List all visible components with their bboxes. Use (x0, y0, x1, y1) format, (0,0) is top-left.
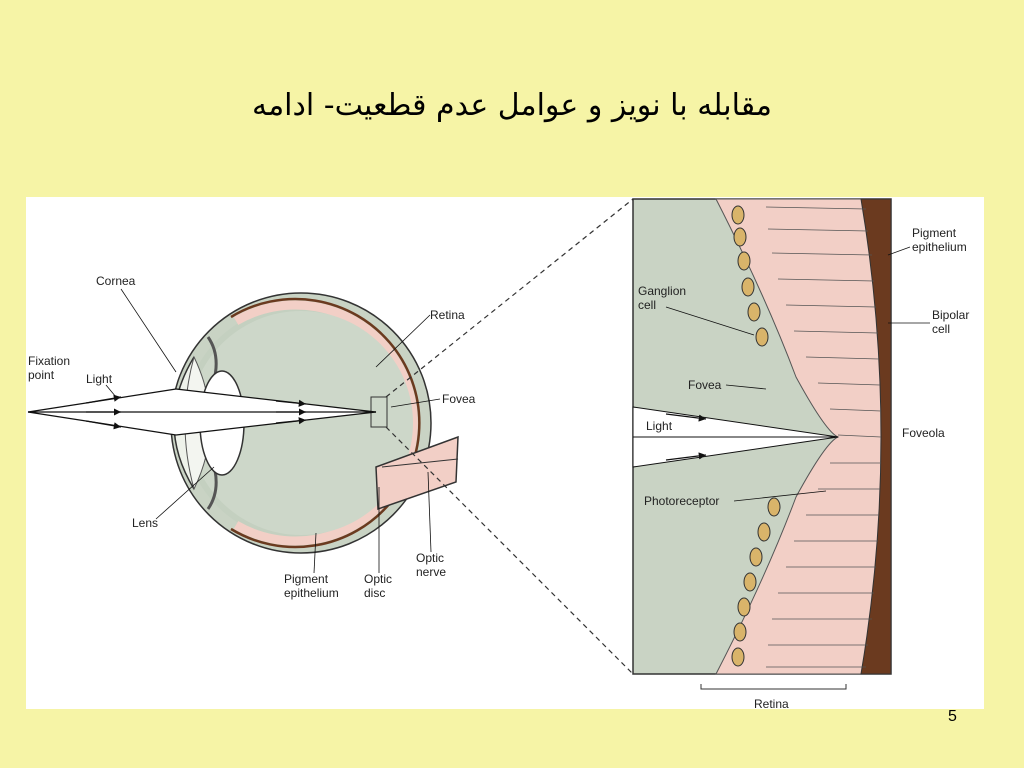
label-lens: Lens (132, 516, 158, 530)
label-pigment-epithelium-detail-2: epithelium (912, 240, 967, 254)
label-optic-disc-2: disc (364, 586, 385, 600)
eye-labels: Fixation point Light Cornea Lens Retina … (28, 274, 476, 600)
label-light-detail: Light (646, 419, 673, 433)
label-pigment-epithelium-1: Pigment (284, 572, 329, 586)
retina-labels: Ganglion cell Fovea Light Photoreceptor … (638, 226, 969, 709)
label-cornea: Cornea (96, 274, 136, 288)
label-retina: Retina (430, 308, 465, 322)
label-ganglion-cell-1: Ganglion (638, 284, 686, 298)
label-optic-disc-1: Optic (364, 572, 392, 586)
label-pigment-epithelium-2: epithelium (284, 586, 339, 600)
zoom-line-bottom (385, 426, 634, 675)
label-optic-nerve-1: Optic (416, 551, 444, 565)
label-fovea: Fovea (442, 392, 476, 406)
label-pigment-epithelium-detail-1: Pigment (912, 226, 957, 240)
page-number: 5 (948, 708, 957, 725)
label-fixation-point-2: point (28, 368, 55, 382)
figure-svg: Fixation point Light Cornea Lens Retina … (27, 198, 969, 709)
label-fixation-point-1: Fixation (28, 354, 70, 368)
label-ganglion-cell-2: cell (638, 298, 656, 312)
label-light: Light (86, 372, 113, 386)
light-rays (27, 388, 377, 436)
label-bipolar-cell-1: Bipolar (932, 308, 969, 322)
retina-detail (632, 198, 892, 690)
label-optic-nerve-2: nerve (416, 565, 446, 579)
label-fovea-detail: Fovea (688, 378, 722, 392)
eye-retina-figure: Fixation point Light Cornea Lens Retina … (26, 197, 984, 709)
label-photoreceptor: Photoreceptor (644, 494, 719, 508)
label-bipolar-cell-2: cell (932, 322, 950, 336)
zoom-line-top (385, 198, 634, 398)
label-foveola: Foveola (902, 426, 945, 440)
label-retina-detail: Retina (754, 697, 789, 709)
slide-title: مقابله با نویز و عوامل عدم قطعیت- ادامه (252, 88, 772, 123)
